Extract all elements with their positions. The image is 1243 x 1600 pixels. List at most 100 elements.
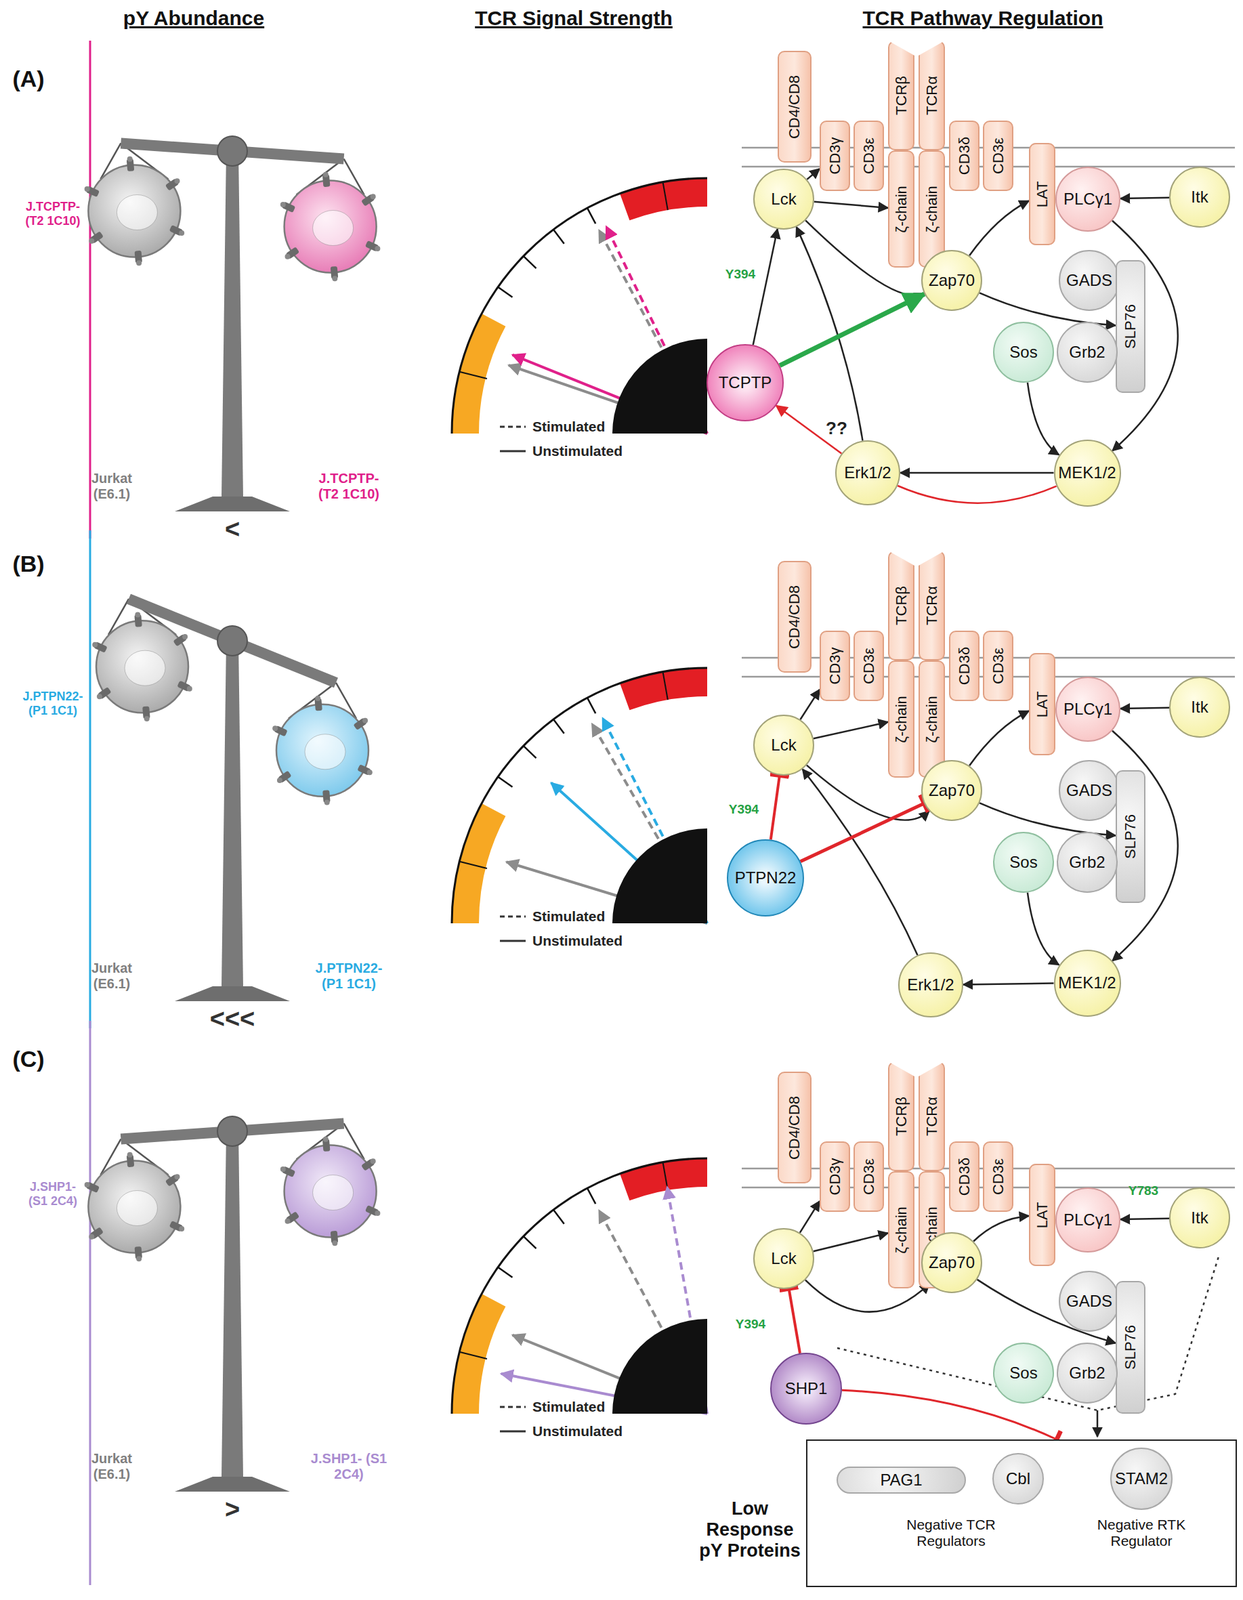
activation-connector [1027, 892, 1059, 966]
gauge-tick [553, 229, 565, 244]
cell-receptor [178, 230, 185, 236]
cell-receptor [323, 1136, 329, 1143]
protein-circle: PLCγ1 [1055, 676, 1121, 742]
node-label: GADS [1066, 271, 1113, 290]
protein-circle: MEK1/2 [1054, 439, 1122, 507]
cell-body [284, 180, 377, 273]
gauge-tick [663, 671, 668, 700]
node-label: LAT [1033, 690, 1050, 718]
activation-connector [813, 722, 889, 740]
protein-circle: Zap70 [921, 760, 983, 821]
protein-bar: ζ-chain [888, 660, 915, 778]
cell-line-label: J.SHP1- (S1 2C4) [18, 1180, 87, 1208]
protein-circle: Erk1/2 [835, 440, 901, 506]
scale-stand [221, 1131, 244, 1479]
protein-circle: GADS [1058, 760, 1120, 821]
protein-bar: CD3ε [982, 630, 1014, 702]
gauge-tick [523, 745, 537, 758]
node-label: Zap70 [928, 781, 975, 800]
node-label: Grb2 [1068, 1364, 1105, 1382]
legend-label: Stimulated [532, 907, 605, 926]
protein-circle: GADS [1058, 249, 1120, 311]
protein-box: PAG1 [836, 1466, 966, 1494]
scale-pivot [217, 136, 248, 166]
node-label: GADS [1066, 1292, 1113, 1311]
node-label: LAT [1033, 180, 1050, 208]
node-label: PAG1 [879, 1471, 922, 1489]
gauge-arc [451, 178, 708, 434]
node-label: Lck [770, 1249, 796, 1268]
comparison-symbol: > [224, 1494, 240, 1525]
node-label: Zap70 [928, 1253, 975, 1272]
gauge-tick [459, 1352, 488, 1359]
group-box: Low Response pY ProteinsNegative TCR Reg… [806, 1439, 1237, 1588]
cell-body [88, 164, 181, 257]
gauge-hub [612, 338, 708, 434]
legend-label: Stimulated [532, 1398, 605, 1416]
gauge-tick [587, 697, 596, 714]
protein-circle: Zap70 [921, 1232, 983, 1294]
cell-line-label: J.PTPN22- (P1 1C1) [308, 960, 390, 992]
scale-pivot [217, 625, 248, 656]
cell-receptor [96, 693, 103, 700]
protein-circle: Zap70 [921, 249, 983, 311]
node-label: Negative RTK Regulator [1083, 1516, 1199, 1550]
protein-bar: CD4/CD8 [777, 1071, 812, 1184]
protein-bar: CD3ε [853, 630, 884, 702]
column-heading: TCR Pathway Regulation [862, 6, 1103, 31]
protein-bar: ζ-chain [918, 660, 945, 778]
legend-sample [499, 915, 526, 918]
legend-label: Stimulated [532, 417, 605, 436]
cell-line-label: Jurkat (E6.1) [71, 960, 153, 992]
protein-circle: SHP1 [770, 1352, 842, 1425]
panel-rule [89, 1020, 92, 1586]
legend-sample [499, 426, 526, 429]
gauge-tick [663, 1162, 668, 1191]
gauge-needle [551, 783, 708, 924]
gauge-arc [451, 1158, 708, 1414]
cell-receptor [88, 238, 95, 244]
cell-receptor [136, 1255, 142, 1262]
scale-pivot [217, 1116, 248, 1147]
cell-nucleus [312, 1174, 354, 1210]
protein-bar: CD3δ [949, 630, 980, 702]
node-label: Lck [770, 736, 796, 754]
gauge-tick [497, 1267, 513, 1278]
node-label: TCRβ [892, 585, 910, 626]
protein-circle: Sos [993, 321, 1055, 383]
node-label: CD3δ [955, 646, 973, 685]
node-label: TCRα [923, 585, 940, 626]
node-label: MEK1/2 [1058, 464, 1116, 482]
cell-receptor [331, 1240, 338, 1246]
protein-circle: PLCγ1 [1055, 166, 1121, 232]
protein-circle: Grb2 [1056, 1342, 1118, 1404]
legend-sample [499, 940, 526, 943]
legend-label: Unstimulated [532, 932, 623, 950]
node-label: Sos [1009, 853, 1038, 872]
node-label: SLP76 [1122, 814, 1139, 859]
protein-circle: Grb2 [1056, 831, 1118, 893]
node-label: Sos [1009, 1364, 1038, 1382]
node-label: Grb2 [1068, 853, 1105, 872]
node-label: CD3ε [860, 137, 877, 175]
protein-bar: ζ-chain [888, 1171, 915, 1289]
protein-bar: TCRα [918, 550, 945, 661]
node-label: SLP76 [1122, 1324, 1139, 1370]
gauge-tick [459, 371, 488, 379]
cell-receptor [280, 1166, 286, 1172]
node-label: Zap70 [928, 271, 975, 290]
legend-sample [499, 450, 526, 453]
activation-connector [963, 983, 1055, 985]
cell-receptor [314, 695, 321, 702]
protein-circle: Sos [993, 1342, 1055, 1404]
node-label: ζ-chain [892, 695, 910, 744]
gauge-band [619, 178, 708, 221]
node-label: TCRα [923, 1096, 940, 1136]
panel-letter: (B) [12, 550, 45, 578]
protein-bar: CD3δ [949, 120, 980, 192]
node-label: GADS [1066, 781, 1113, 800]
cell-line-label: J.SHP1- (S1 2C4) [308, 1450, 390, 1483]
phosphosite-label: Y394 [725, 266, 756, 282]
inhibition-connector [800, 803, 925, 862]
